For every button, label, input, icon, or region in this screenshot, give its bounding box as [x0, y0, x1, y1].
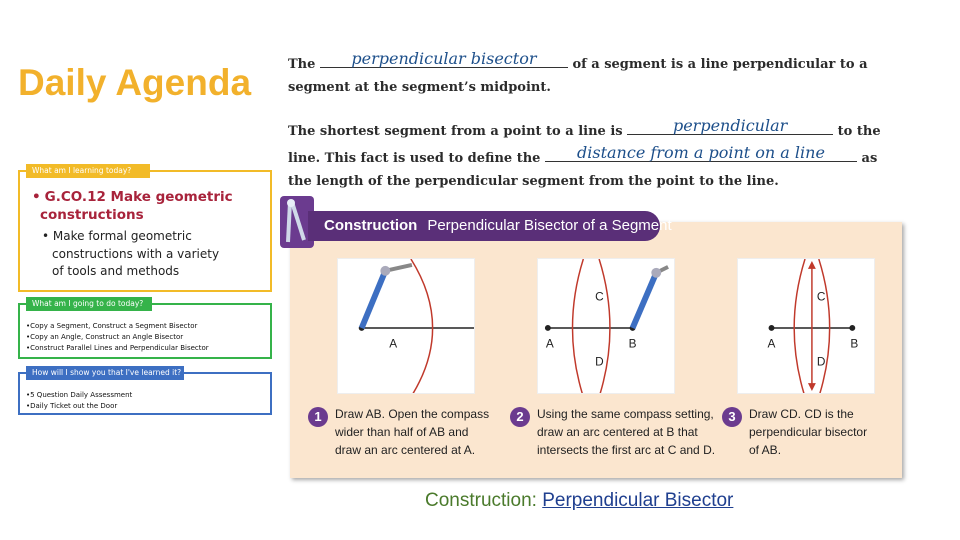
label-a: A	[768, 337, 776, 351]
list-item: •5 Question Daily Assessment	[26, 391, 133, 399]
label-b: B	[850, 337, 858, 351]
figure-step-1: A B	[337, 258, 485, 398]
standard-description: • Make formal geometric constructions wi…	[42, 228, 264, 281]
definition-line2: segment at the segment’s midpoint.	[288, 80, 551, 95]
construction-title: Perpendicular Bisector of a Segment	[427, 217, 672, 234]
learning-tab: What am I learning today?	[26, 164, 150, 178]
label-a: A	[389, 337, 397, 351]
caption: Construction: Perpendicular Bisector	[425, 490, 733, 512]
fill-perpendicular-bisector: perpendicular bisector	[351, 49, 537, 68]
definition-line3: The shortest segment from a point to a l…	[288, 116, 881, 139]
list-item: •Construct Parallel Lines and Perpendicu…	[26, 344, 209, 352]
label-d: D	[817, 354, 826, 368]
sub-line2: constructions with a variety	[52, 246, 220, 261]
step-number: 2	[510, 407, 530, 427]
standard-line2: constructions	[40, 207, 144, 223]
step-number: 1	[308, 407, 328, 427]
standard-line1: G.CO.12 Make geometric	[44, 189, 233, 205]
list-item: •Copy an Angle, Construct an Angle Bisec…	[26, 333, 184, 341]
perpendicular-bisector-link[interactable]: Perpendicular Bisector	[542, 490, 734, 511]
doing-list: •Copy a Segment, Construct a Segment Bis…	[26, 321, 209, 354]
sub-line1: Make formal geometric	[52, 229, 192, 243]
caption-prefix: Construction:	[425, 490, 537, 511]
blank-distance: distance from a point on a line	[544, 143, 857, 162]
showing-tab: How will I show you that I've learned it…	[26, 366, 184, 380]
fill-perpendicular: perpendicular	[672, 116, 788, 135]
blank-perpendicular: perpendicular	[627, 116, 834, 135]
figure-step-2: A B C D	[537, 258, 675, 398]
agenda-title: Daily Agenda	[18, 62, 252, 103]
doing-tab: What am I going to do today?	[26, 297, 152, 311]
construction-banner: Construction Perpendicular Bisector of a …	[308, 211, 672, 241]
construction-label: Construction	[324, 217, 418, 234]
standard-heading: •G.CO.12 Make geometric constructions	[32, 188, 233, 224]
definition-line5: the length of the perpendicular segment …	[288, 174, 779, 189]
showing-box: How will I show you that I've learned it…	[18, 366, 272, 415]
fill-distance: distance from a point on a line	[577, 143, 825, 162]
doing-box: What am I going to do today? •Copy a Seg…	[18, 297, 272, 359]
list-item: •Copy a Segment, Construct a Segment Bis…	[26, 322, 198, 330]
list-item: •Daily Ticket out the Door	[26, 402, 118, 410]
sub-line3: of tools and methods	[52, 264, 180, 278]
step-number: 3	[722, 407, 742, 427]
definition-line4: line. This fact is used to define the di…	[288, 143, 878, 166]
label-c: C	[817, 289, 826, 303]
label-c: C	[595, 289, 604, 303]
sub-bullet: •	[42, 229, 50, 243]
learning-box: What am I learning today? •G.CO.12 Make …	[18, 164, 272, 292]
standard-bullet: •	[32, 189, 41, 205]
label-b: B	[629, 337, 637, 351]
blank-perpendicular-bisector: perpendicular bisector	[319, 49, 568, 68]
definition-line1: The perpendicular bisector of a segment …	[288, 49, 868, 72]
label-d: D	[595, 354, 604, 368]
label-a: A	[546, 337, 554, 351]
showing-list: •5 Question Daily Assessment •Daily Tick…	[26, 390, 132, 412]
figure-step-3: A B C D	[737, 258, 875, 398]
